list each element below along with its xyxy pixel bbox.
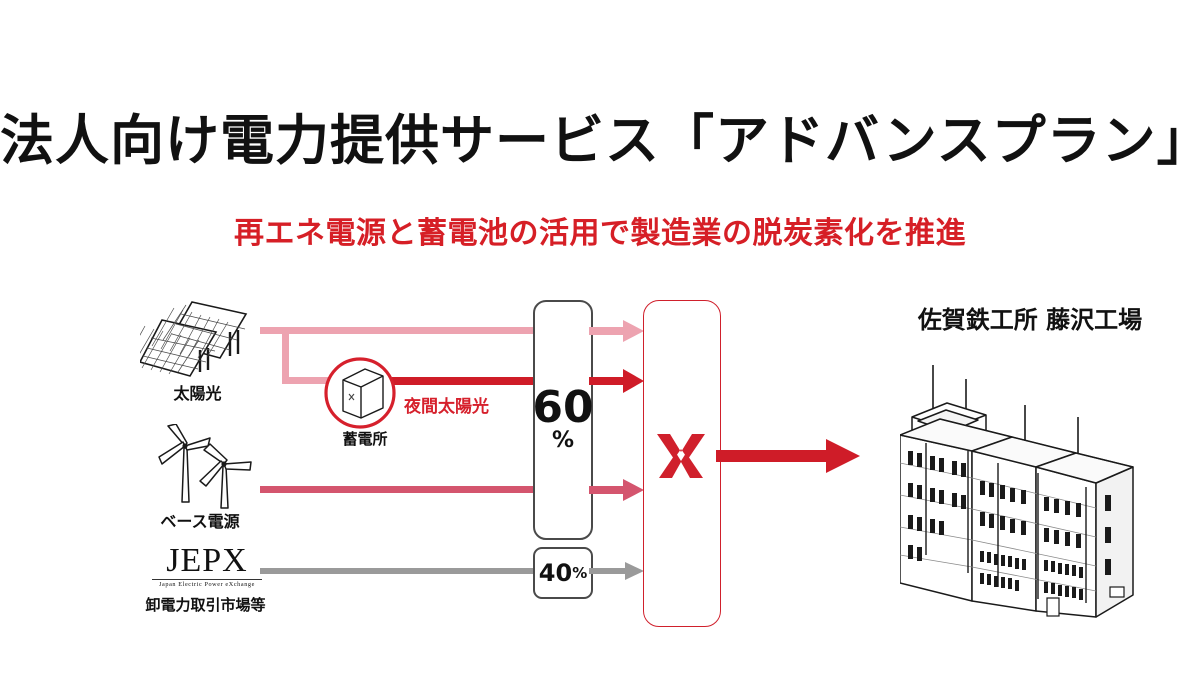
factory-building-icon	[899, 355, 1165, 630]
market-share-value: 40	[538, 559, 573, 587]
renewable-share-unit: %	[551, 428, 575, 453]
solar-label: 太陽光	[173, 384, 222, 403]
page-subtitle: 再エネ電源と蓄電池の活用で製造業の脱炭素化を推進	[234, 216, 966, 251]
x-mark-logo	[653, 428, 709, 484]
flow-line-market	[260, 568, 535, 574]
arrow-base-power-to-provider	[589, 478, 645, 507]
flow-line-solar	[260, 327, 535, 334]
arrow-battery-to-provider	[589, 369, 645, 398]
flow-line-solar-branch-vertical	[282, 327, 289, 384]
wind-turbine-icon	[152, 423, 270, 515]
storage-label: 蓄電所	[342, 430, 388, 448]
jepx-logo-icon: JEPX Japan Electric Power eXchange	[152, 544, 262, 588]
arrow-market-to-provider	[589, 560, 645, 587]
battery-cabinet-icon	[323, 356, 397, 435]
flow-line-battery-output	[392, 377, 535, 385]
solar-panel-icon	[124, 296, 260, 385]
factory-label: 佐賀鉄工所 藤沢工場	[917, 306, 1143, 334]
market-share-box: 40%	[533, 547, 593, 599]
arrow-solar-to-provider	[589, 319, 645, 348]
market-label: 卸電力取引市場等	[145, 596, 266, 614]
base-power-label: ベース電源	[160, 512, 240, 531]
jepx-wordmark: JEPX	[166, 542, 248, 579]
renewable-share-box: 60 %	[532, 300, 594, 540]
market-share-unit: %	[572, 563, 588, 582]
renewable-share-value: 60	[532, 382, 594, 433]
flow-line-base-power	[260, 486, 535, 493]
arrow-provider-to-factory	[716, 438, 861, 479]
page-title: 法人向け電力提供サービス「アドバンスプラン」	[0, 109, 1200, 172]
jepx-subtext: Japan Electric Power eXchange	[152, 579, 262, 588]
night-solar-label: 夜間太陽光	[404, 397, 489, 417]
flow-line-solar-branch-to-battery	[282, 377, 337, 384]
